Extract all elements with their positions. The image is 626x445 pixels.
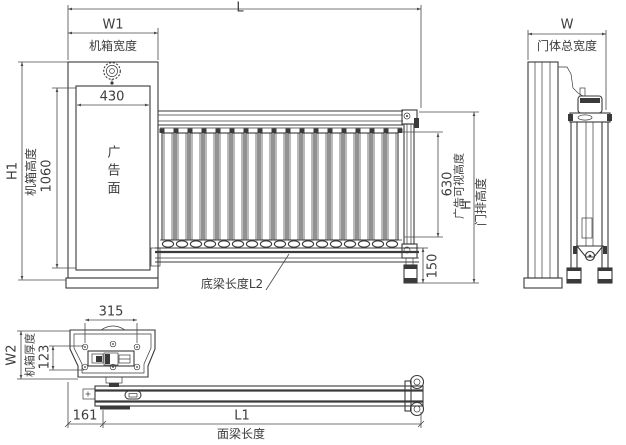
hole-spacing-label: 315	[98, 304, 124, 320]
slat-group	[159, 128, 403, 248]
dim-W-label: W	[560, 17, 574, 33]
door-row-height-label: 门排高度	[474, 177, 488, 227]
dim-W1-label: W1	[102, 17, 124, 33]
dimension-lines	[19, 7, 606, 428]
face-beam-length-label: 面梁长度	[216, 427, 266, 441]
face-beam	[158, 110, 403, 129]
ad-panel	[75, 85, 151, 271]
side-cabinet	[523, 61, 563, 289]
beam-offset-label: 161	[72, 408, 98, 424]
cabinet-depth-label: 机箱厚度	[23, 333, 37, 377]
boom-beam	[82, 374, 425, 417]
side-view	[523, 61, 613, 289]
extension-lines	[17, 5, 607, 428]
dim-H-label: H	[459, 200, 475, 210]
side-mechanism	[558, 66, 613, 284]
panel-width-label: 430	[99, 89, 125, 105]
end-post	[401, 109, 419, 284]
dim-H1-label: H1	[5, 161, 21, 181]
cabinet-outline	[65, 61, 159, 289]
dim-L1-label: L1	[234, 408, 250, 424]
top-lamp-icon	[103, 62, 121, 85]
bottom-beam-length-label: 底梁长度L2	[200, 277, 264, 291]
door-total-width-label: 门体总宽度	[536, 39, 598, 53]
end-roller	[409, 401, 425, 417]
front-view	[65, 61, 419, 289]
hole-row-spacing-label: 123	[37, 344, 53, 370]
panel-height-label: 1060	[39, 159, 55, 193]
cabinet-height-label: 机箱高度	[24, 147, 38, 197]
beam-latch	[124, 390, 142, 400]
mount-plate	[69, 325, 156, 387]
mount-holes	[81, 340, 141, 371]
top-view	[69, 325, 425, 417]
ground-clearance-label: 150	[425, 253, 441, 279]
dim-L-label: L	[236, 0, 244, 16]
bottom-beam	[150, 247, 419, 267]
ad-face-label: 广告面	[104, 145, 120, 199]
cabinet-width-label: 机箱宽度	[88, 39, 138, 53]
dim-W2-label: W2	[4, 344, 20, 366]
leader-line	[265, 253, 290, 291]
end-roller	[409, 374, 425, 390]
